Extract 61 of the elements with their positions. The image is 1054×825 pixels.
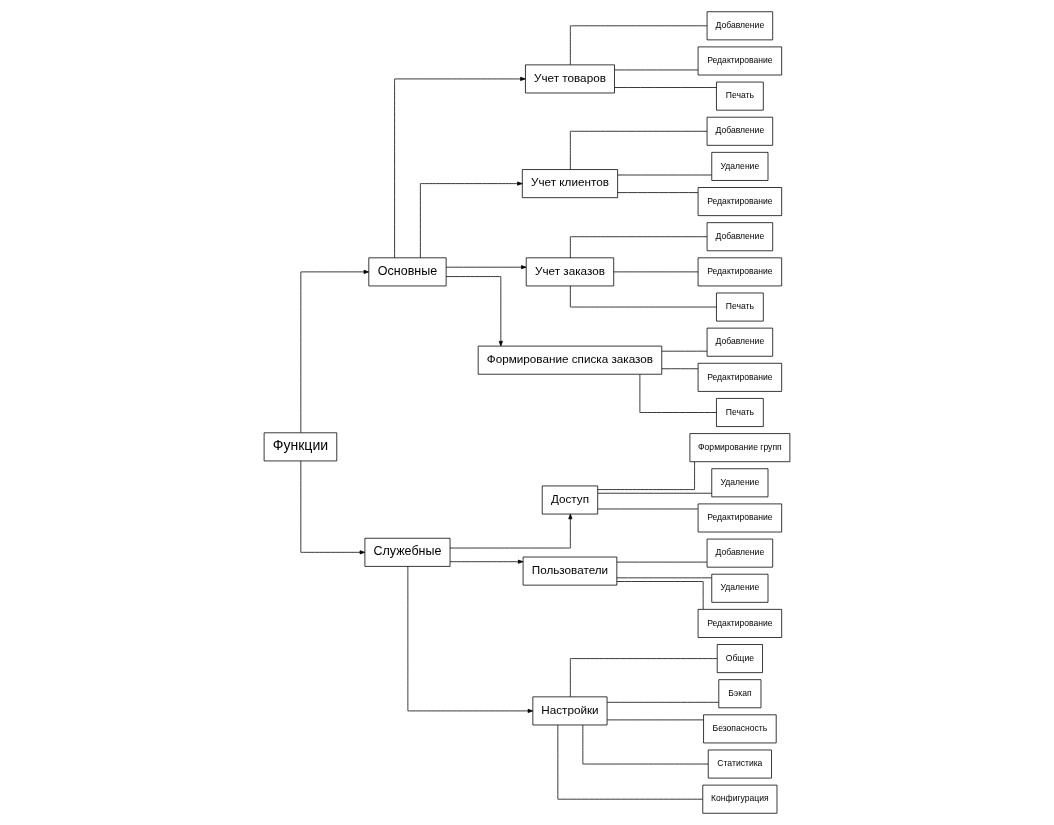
- arrow: [445, 276, 503, 347]
- arrow: [445, 265, 527, 270]
- node-box: Служебные: [364, 537, 451, 567]
- connector: [597, 461, 695, 490]
- node-box: Общие: [716, 644, 763, 674]
- node-box: Редактирование: [697, 257, 783, 287]
- node-box: Учет товаров: [525, 64, 615, 94]
- connector: [616, 577, 712, 579]
- arrow: [300, 269, 370, 433]
- node-box: Пользователи: [522, 556, 618, 586]
- arrow: [394, 76, 526, 259]
- connector: [617, 192, 699, 193]
- connector: [606, 719, 704, 721]
- node-box: Печать: [716, 81, 764, 111]
- node-box: Конфигурация: [702, 784, 778, 814]
- node-box: Добавление: [706, 327, 774, 357]
- arrow: [449, 513, 573, 549]
- node-box: Печать: [716, 398, 764, 427]
- node-box: Статистика: [707, 749, 772, 779]
- connector: [569, 25, 708, 66]
- node-box: Добавление: [706, 116, 774, 146]
- node-box: Добавление: [706, 538, 774, 568]
- connector: [613, 271, 699, 273]
- connector: [661, 368, 699, 370]
- node-box: Функции: [263, 432, 338, 462]
- arrow: [420, 181, 523, 259]
- node-box: Настройки: [532, 696, 608, 726]
- node-box: Доступ: [541, 485, 599, 515]
- node-box: Учет клиентов: [521, 169, 618, 199]
- node-box: Редактирование: [697, 187, 783, 217]
- node-box: Основные: [368, 257, 447, 287]
- node-box: Редактирование: [697, 503, 783, 533]
- connector: [606, 701, 720, 703]
- arrow: [407, 566, 534, 713]
- connector: [614, 69, 699, 71]
- node-box: Добавление: [706, 222, 774, 252]
- node-box: Редактирование: [697, 46, 783, 76]
- node-box: Добавление: [706, 11, 774, 41]
- node-box: Редактирование: [697, 608, 783, 638]
- node-box: Безопасность: [703, 714, 777, 744]
- node-box: Печать: [716, 292, 764, 322]
- node-box: Бэкап: [718, 679, 762, 709]
- arrow: [449, 559, 524, 564]
- connector: [597, 492, 712, 494]
- connector: [639, 374, 717, 413]
- node-box: Формирование списка заказов: [477, 345, 663, 375]
- connector: [569, 236, 708, 259]
- connector: [569, 130, 708, 170]
- node-box: Учет заказов: [525, 257, 615, 287]
- connector: [557, 724, 703, 800]
- node-box: Формирование групп: [689, 433, 791, 463]
- node-box: Удаление: [711, 151, 769, 181]
- connector: [569, 285, 717, 308]
- connector: [617, 174, 712, 176]
- node-box: Удаление: [711, 468, 769, 498]
- connector: [569, 658, 718, 697]
- arrow: [300, 460, 366, 555]
- node-box: Удаление: [711, 573, 769, 603]
- node-box: Редактирование: [697, 362, 783, 392]
- connector: [614, 87, 717, 88]
- connector: [616, 581, 704, 610]
